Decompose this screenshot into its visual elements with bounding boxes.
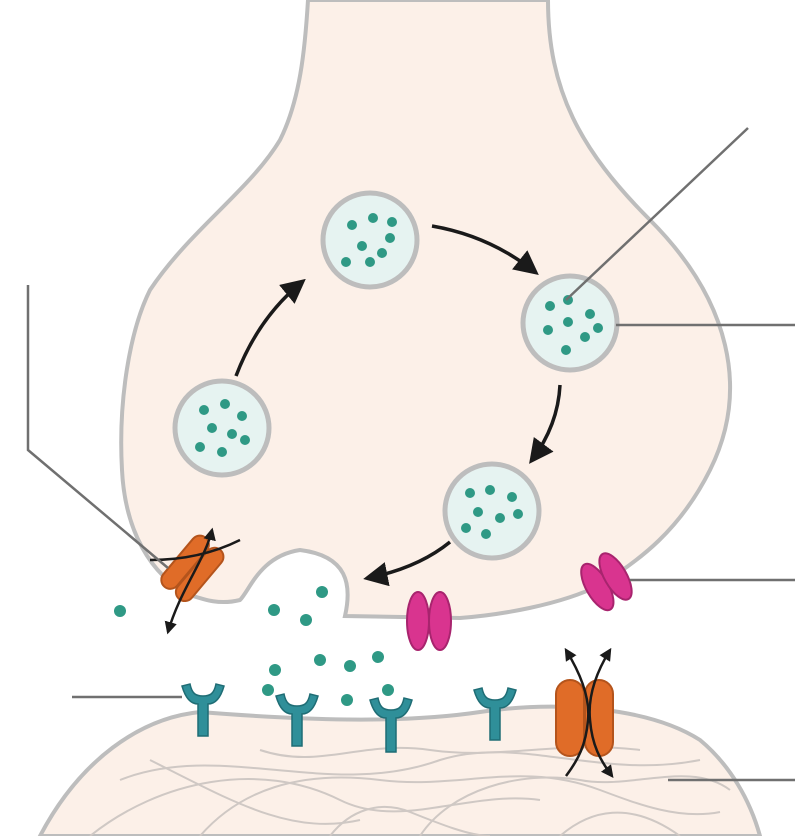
presynaptic-terminal [121,0,730,618]
postsynaptic-neuron [40,707,760,836]
synaptic-vesicle [523,276,617,370]
synaptic-vesicle [323,193,417,287]
synaptic-vesicle [175,381,269,475]
synaptic-vesicle [445,464,539,558]
